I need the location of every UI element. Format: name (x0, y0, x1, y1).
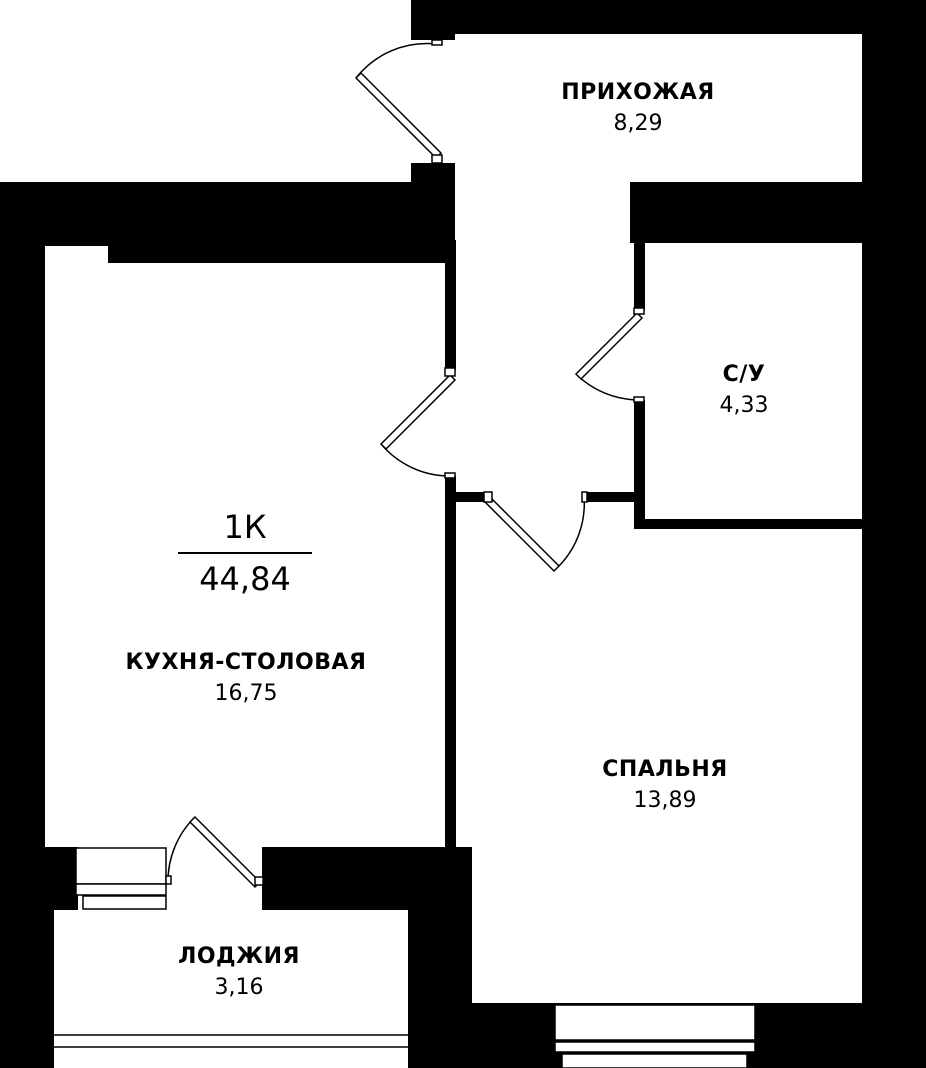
apartment-summary: 1К 44,84 (178, 508, 312, 598)
room-label-hallway: ПРИХОЖАЯ 8,29 (561, 80, 715, 136)
room-area: 3,16 (214, 975, 264, 1000)
room-name: КУХНЯ-СТОЛОВАЯ (125, 650, 367, 675)
apartment-type: 1К (223, 508, 267, 546)
room-label-bathroom: С/У 4,33 (720, 362, 769, 418)
room-label-loggia: ЛОДЖИЯ 3,16 (178, 944, 300, 1000)
floors (45, 34, 862, 1068)
room-name: ПРИХОЖАЯ (561, 80, 715, 105)
apartment-total-area: 44,84 (199, 560, 291, 598)
windows (54, 847, 756, 1068)
room-name: СПАЛЬНЯ (602, 757, 728, 782)
room-label-kitchen: КУХНЯ-СТОЛОВАЯ 16,75 (126, 650, 367, 706)
room-area: 16,75 (214, 681, 278, 706)
room-label-bedroom: СПАЛЬНЯ 13,89 (602, 757, 727, 813)
room-area: 4,33 (719, 393, 769, 418)
room-area: 8,29 (613, 111, 663, 136)
room-name: ЛОДЖИЯ (178, 944, 300, 969)
doors (165, 39, 645, 889)
divider-line (178, 552, 312, 554)
room-name: С/У (722, 362, 766, 387)
room-area: 13,89 (633, 788, 697, 813)
